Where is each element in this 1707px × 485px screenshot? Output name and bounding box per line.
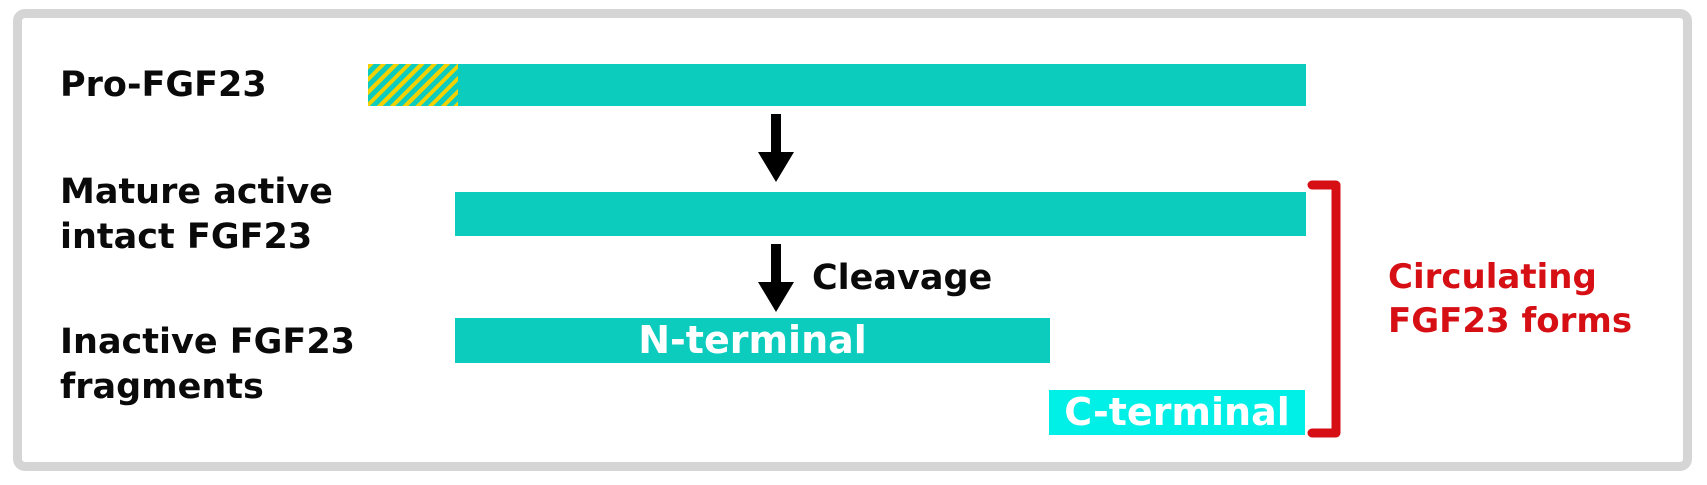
arrow-head <box>758 152 794 182</box>
row-label-line: Inactive FGF23 <box>60 322 356 362</box>
row-label-mature-fgf23: Mature active intact FGF23 <box>60 170 333 260</box>
bar-c-terminal: C-terminal <box>1049 390 1305 435</box>
circulating-label-line: Circulating <box>1388 257 1597 297</box>
right-bracket-icon <box>1307 180 1341 438</box>
n-terminal-label: N-terminal <box>638 318 867 362</box>
arrow-shaft <box>771 244 781 284</box>
circulating-label-line: FGF23 forms <box>1388 301 1633 341</box>
bar-n-terminal: N-terminal <box>455 318 1050 363</box>
circulating-forms-label: Circulating FGF23 forms <box>1388 255 1632 343</box>
down-arrow-icon <box>758 114 794 182</box>
row-label-line: intact FGF23 <box>60 217 313 257</box>
bar-pro-fgf23 <box>368 64 1306 106</box>
row-label-pro-fgf23: Pro-FGF23 <box>60 63 267 108</box>
row-label-line: fragments <box>60 367 264 407</box>
cleavage-label: Cleavage <box>812 258 993 298</box>
arrow-head <box>758 282 794 312</box>
row-label-line: Pro-FGF23 <box>60 65 267 105</box>
signal-peptide-hatch-icon <box>368 64 458 106</box>
row-label-line: Mature active <box>60 172 333 212</box>
c-terminal-label: C-terminal <box>1064 390 1290 434</box>
bar-mature-intact-fgf23 <box>455 192 1306 236</box>
down-arrow-icon <box>758 244 794 312</box>
row-label-inactive-fragments: Inactive FGF23 fragments <box>60 320 355 410</box>
arrow-shaft <box>771 114 781 154</box>
